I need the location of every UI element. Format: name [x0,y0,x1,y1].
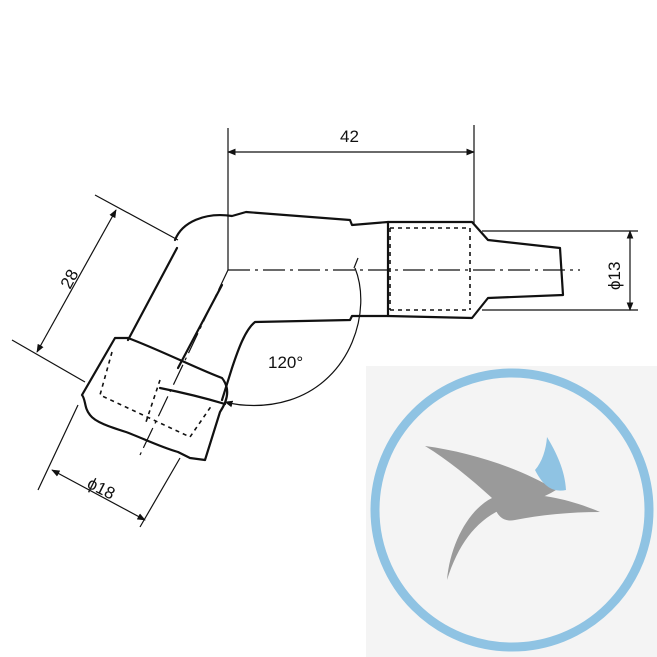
angle-arc-120 [224,267,362,408]
cap-left-outline [80,336,229,462]
bird-wing-gray [425,446,556,580]
extension-line-28-top [94,194,179,241]
label-dim-28: 28 [57,266,83,292]
boot-elbow-inner-edge [176,283,224,370]
label-dim-d18: ϕ18 [84,474,118,504]
extension-line-18-left [37,404,79,491]
boot-elbow-left-edge [126,246,179,342]
logo-watermark [366,366,657,657]
logo-ring [370,368,654,652]
label-dim-d13: ϕ13 [605,262,624,290]
angle-arc-tick [353,257,359,269]
bird-wing-blue [535,437,566,491]
label-dim-120: 120° [268,353,303,372]
cap-left-hidden-lines [99,351,213,439]
cap-left-seam [158,386,227,406]
extension-line-28-bottom [11,339,86,383]
connector-right-hidden-lines [389,227,471,311]
dimension-line-28 [36,209,117,353]
extension-line-18-right [139,457,181,528]
dimension-line-d18 [51,469,146,521]
label-dim-42: 42 [340,127,359,146]
connector-right-outline [386,220,565,320]
bird-tail-gray [492,494,600,521]
